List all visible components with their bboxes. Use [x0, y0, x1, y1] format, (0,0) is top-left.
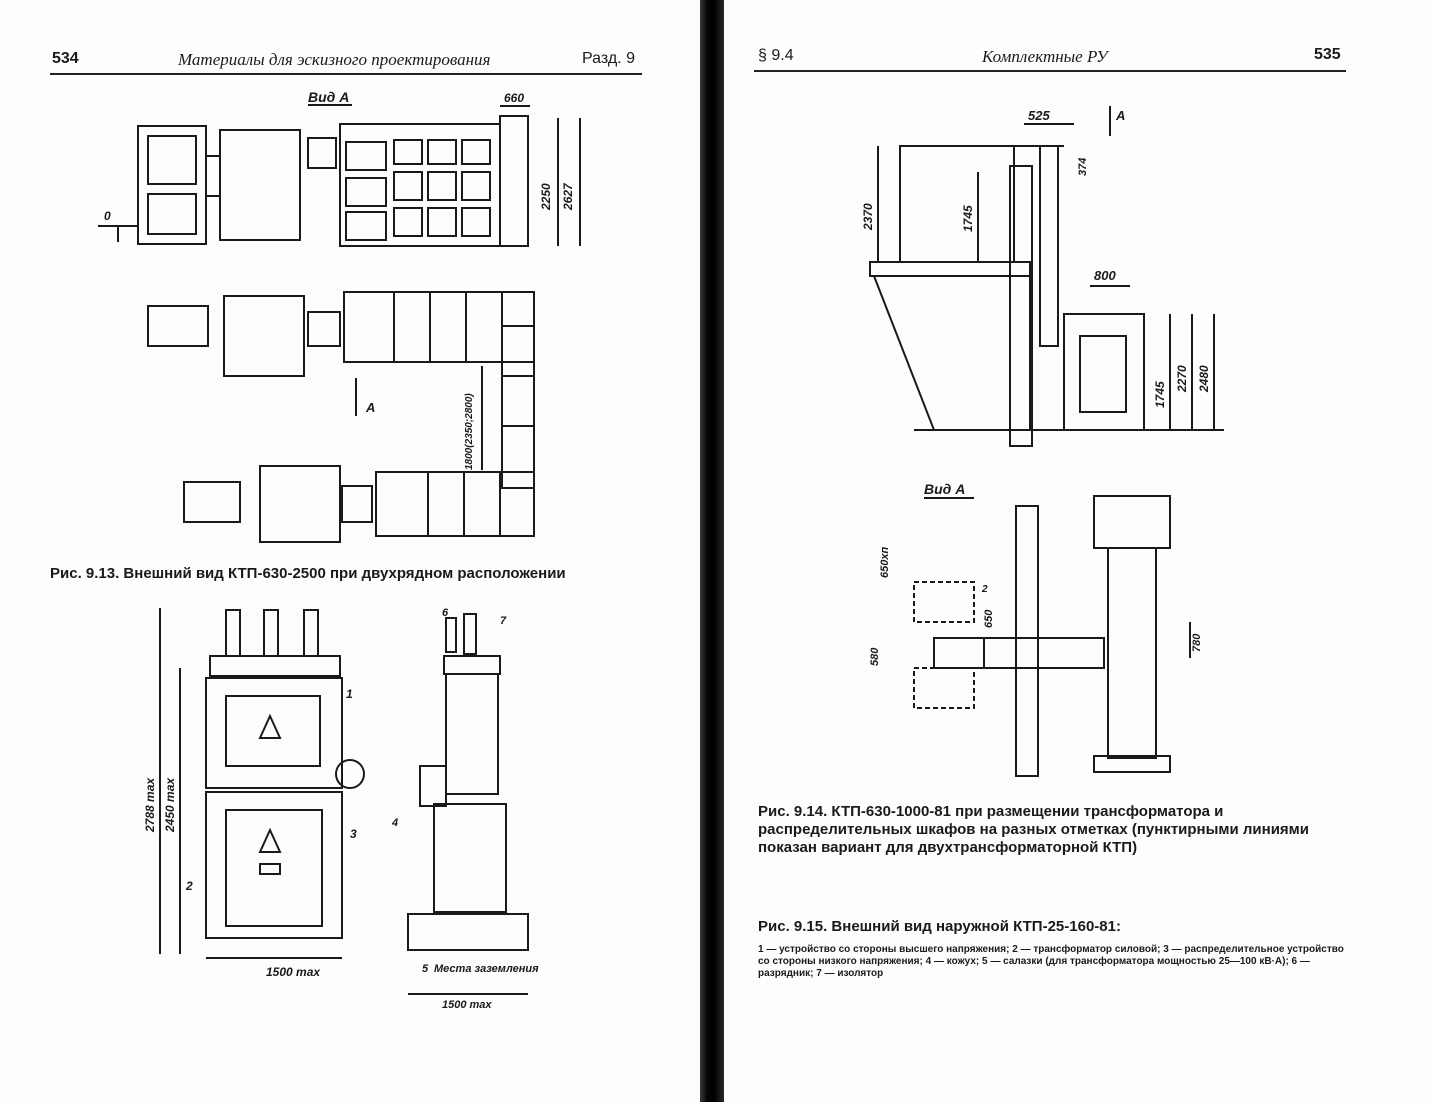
dim-2370: 2370	[861, 203, 875, 231]
running-title: Материалы для эскизного проектирования	[178, 50, 491, 69]
dim-780: 780	[1191, 633, 1203, 652]
dim-2480: 2480	[1197, 365, 1211, 393]
callout-6: 6	[442, 607, 449, 619]
book-spine	[700, 0, 724, 1102]
page-number: 534	[52, 50, 79, 67]
header-rule	[50, 73, 642, 75]
view-a-label-2: Вид А	[924, 481, 965, 497]
dim-2-sup: 2	[981, 584, 988, 595]
arrow-a-label: А	[365, 400, 375, 415]
view-a-label: Вид А	[308, 89, 349, 105]
figure-9-14-plan: Вид А 650хп 580 650 2 780	[869, 481, 1203, 777]
dim-1745-lower: 1745	[1153, 381, 1167, 408]
figure-9-13-caption: Рис. 9.13. Внешний вид КТП-630-2500 при …	[50, 565, 566, 582]
figure-9-14-section: 525 А 374 2370 1745 800 1745 2270 2480	[861, 106, 1224, 447]
dim-660: 660	[504, 91, 524, 105]
callout-1: 1	[346, 687, 353, 701]
page-number: 535	[1314, 46, 1341, 63]
dim-800: 800	[1094, 268, 1116, 283]
dim-2450: 2450 max	[163, 777, 177, 833]
dim-580: 580	[869, 647, 881, 666]
figure-9-15-drawing: 2788 max 2450 max 1500 max 1 2 3 6 7 4 5…	[143, 607, 539, 1011]
dim-2627: 2627	[561, 182, 575, 211]
callout-4: 4	[391, 817, 398, 829]
dim-650: 650	[983, 609, 995, 628]
callout-7: 7	[500, 615, 507, 627]
dim-zero: 0	[104, 209, 111, 223]
dim-1500-side: 1500 max	[442, 999, 492, 1011]
dim-650xp: 650хп	[879, 547, 891, 578]
figure-9-14-caption: Рис. 9.14. КТП-630-1000-81 при размещени…	[758, 803, 1310, 856]
right-page: § 9.4 Комплектные РУ 535 525 А 374 2370 …	[724, 0, 1432, 1102]
dim-2788: 2788 max	[143, 777, 157, 833]
gap-dim: 1800(2350;2800)	[464, 393, 475, 470]
figure-9-13-drawing: Вид А 660 2250 2627 0 А 1800(2350;2800)	[98, 89, 581, 543]
left-page: 534 Материалы для эскизного проектирован…	[0, 0, 700, 1102]
running-title: Комплектные РУ	[982, 47, 1108, 66]
callout-5: 5	[422, 963, 429, 975]
grounding-label: Места заземления	[434, 963, 539, 975]
dim-525: 525	[1028, 108, 1050, 123]
section-label: Разд. 9	[582, 50, 635, 67]
figure-9-15-legend: 1 — устройство со стороны высшего напряж…	[758, 944, 1344, 979]
dim-2270: 2270	[1175, 365, 1189, 393]
callout-3: 3	[350, 827, 357, 841]
figure-9-15-caption: Рис. 9.15. Внешний вид наружной КТП-25-1…	[758, 918, 1121, 935]
header-rule	[754, 70, 1346, 72]
dim-1500-front: 1500 max	[266, 965, 321, 979]
arrow-a: А	[1115, 108, 1125, 123]
section-label: § 9.4	[758, 47, 794, 64]
callout-2: 2	[185, 879, 193, 893]
dim-374: 374	[1077, 158, 1089, 176]
dim-2250: 2250	[539, 183, 553, 211]
dim-1745-upper: 1745	[961, 205, 975, 232]
